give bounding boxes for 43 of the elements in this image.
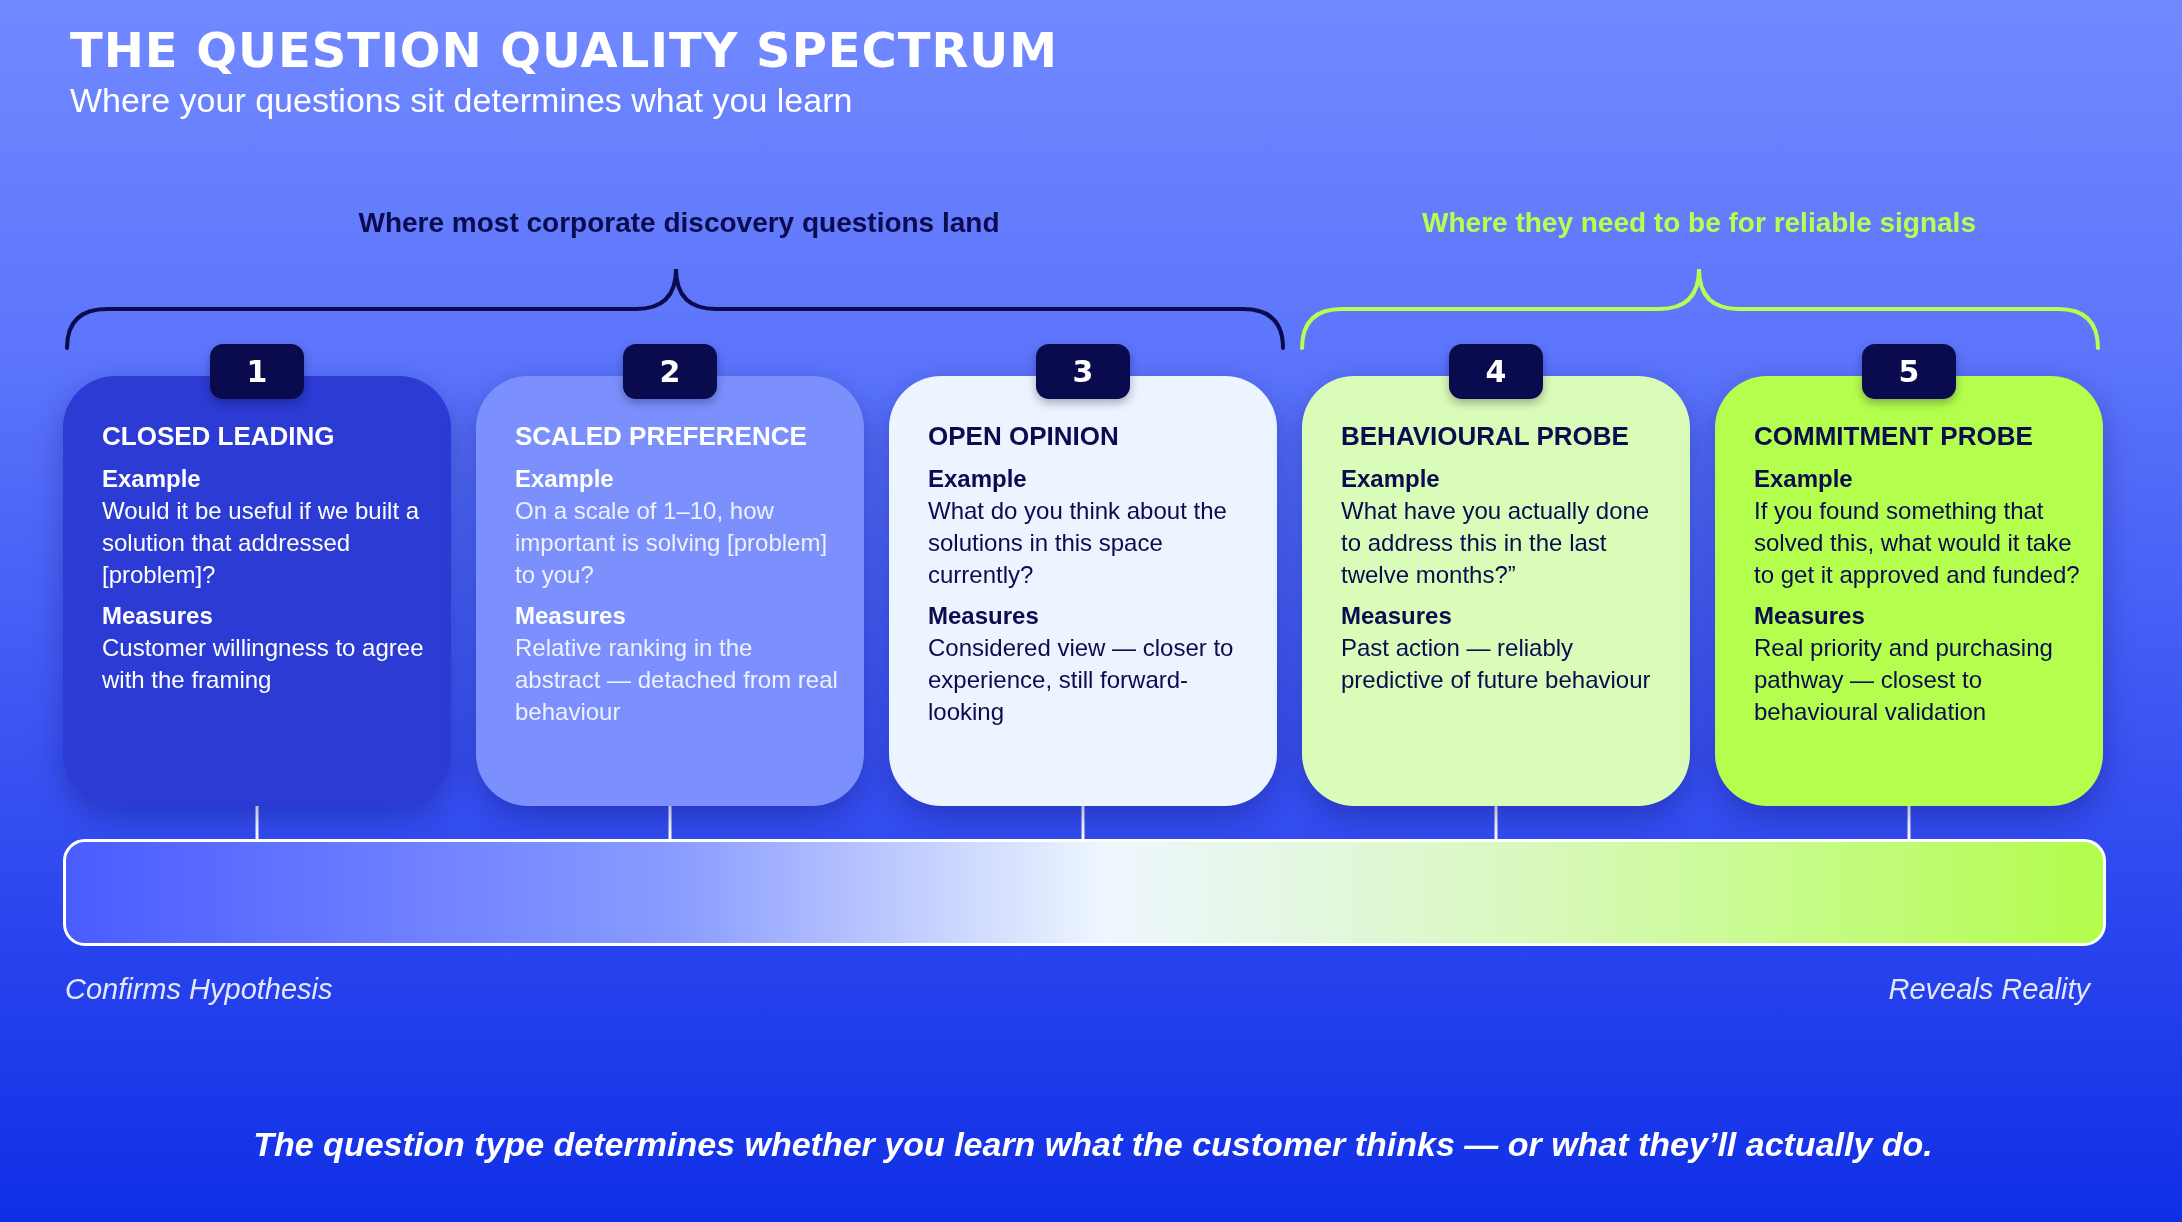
number-badge: 2 xyxy=(623,344,717,399)
example-question: If you found something that solved this, what would it take to get it approved and funded? xyxy=(1754,496,2081,590)
number-badge: 4 xyxy=(1449,344,1543,399)
section-label: Measures xyxy=(1754,601,1866,631)
card-title: SCALED PREFERENCE xyxy=(515,420,808,452)
card-title: OPEN OPINION xyxy=(928,420,1120,452)
connector-line xyxy=(1907,806,1911,839)
card-title: CLOSED LEADING xyxy=(102,420,336,452)
scale-end-label: Reveals Reality xyxy=(1888,972,2090,1007)
example-question: What do you think about the solutions in this space currently? xyxy=(928,496,1228,590)
number-badge: 3 xyxy=(1036,344,1130,399)
section-label: Example xyxy=(1754,464,1854,494)
main-title: THE QUESTION QUALITY SPECTRUM xyxy=(70,22,1058,78)
section-label: Example xyxy=(102,464,202,494)
spectrum-bar xyxy=(63,839,2106,946)
example-question: On a scale of 1–10, how important is solving [problem] to you? xyxy=(515,496,829,590)
measure-description: Customer willingness to agree with the framing xyxy=(102,633,425,695)
section-label: Measures xyxy=(928,601,1040,631)
bracket-label: Where most corporate discovery questions land xyxy=(358,206,1000,240)
section-label: Measures xyxy=(515,601,627,631)
connector-line xyxy=(255,806,259,839)
connector-line xyxy=(1494,806,1498,839)
connector-line xyxy=(668,806,672,839)
example-question: What have you actually done to address this in the last twelve months?” xyxy=(1341,496,1651,590)
section-label: Example xyxy=(515,464,615,494)
connector-line xyxy=(1081,806,1085,839)
scale-end-label: Confirms Hypothesis xyxy=(65,972,333,1007)
section-label: Measures xyxy=(1341,601,1453,631)
example-question: Would it be useful if we built a solution that addressed [problem]? xyxy=(102,496,421,590)
measure-description: Considered view — closer to experience, still forward-looking xyxy=(928,633,1235,727)
card-title: BEHAVIOURAL PROBE xyxy=(1341,420,1630,452)
subtitle: Where your questions sit determines what you learn xyxy=(70,80,853,121)
measure-description: Relative ranking in the abstract — detached from real behaviour xyxy=(515,633,839,727)
bracket-label: Where they need to be for reliable signals xyxy=(1422,206,1976,240)
measure-description: Past action — reliably predictive of future behaviour xyxy=(1341,633,1652,695)
section-label: Measures xyxy=(102,601,214,631)
caption: The question type determines whether you learn what the customer thinks — or what they’ll actually do. xyxy=(253,1124,1933,1165)
section-label: Example xyxy=(928,464,1028,494)
measure-description: Real priority and purchasing pathway — closest to behavioural validation xyxy=(1754,633,2054,727)
card-title: COMMITMENT PROBE xyxy=(1754,420,2034,452)
number-badge: 1 xyxy=(210,344,304,399)
number-badge: 5 xyxy=(1862,344,1956,399)
section-label: Example xyxy=(1341,464,1441,494)
